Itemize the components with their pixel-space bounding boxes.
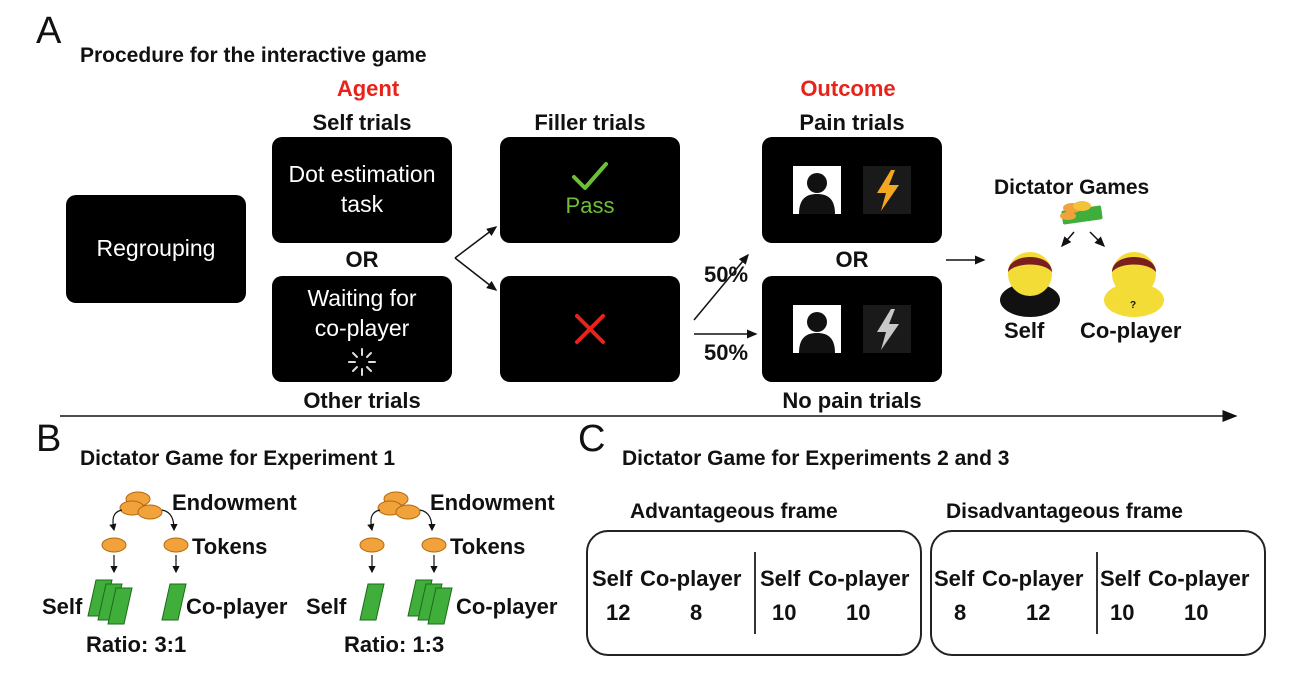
advantageous-frame-label: Advantageous frame [630,500,838,523]
endowment-label-2: Endowment [430,490,555,515]
dot-task-line2: task [340,191,384,217]
self-label-2: Self [306,594,347,619]
adv-left-self-val: 12 [606,600,631,625]
panel-a-title: Procedure for the interactive game [80,44,427,67]
waiting-line1: Waiting for [307,285,417,311]
split-arrow-left-1 [109,509,123,532]
dis-right-co-head: Co-player [1148,566,1250,591]
red-x-icon [575,314,605,344]
adv-right-co-val: 10 [846,600,871,625]
adv-left-co-head: Co-player [640,566,742,591]
no-pain-trials-label: No pain trials [782,388,922,413]
money-bill-self-2 [359,583,385,621]
branch-arrows [454,226,1106,339]
advantageous-frame-box [586,530,922,656]
dot-estimation-box: Dot estimation task [272,137,452,243]
waiting-box: Waiting for co-player [272,276,452,382]
pass-text: Pass [565,192,615,218]
panel-b-title: Dictator Game for Experiment 1 [80,447,396,470]
adv-left-co-val: 8 [690,600,703,625]
self-avatar-label: Self [1004,318,1045,343]
panel-a-letter: A [36,10,62,52]
waiting-line2: co-player [314,314,410,341]
dis-left-self-head: Self [934,566,975,591]
disadvantageous-frame-box [930,530,1266,656]
filler-trials-label: Filler trials [534,110,646,135]
token-self-1 [101,537,127,553]
split-arrow-right-2 [419,509,436,532]
advantageous-divider [754,552,756,634]
pct-top: 50% [704,262,749,287]
tokens-label-1: Tokens [192,534,268,559]
token-self-2 [359,537,385,553]
self-label-1: Self [42,594,83,619]
split-arrow-right-1 [161,509,178,532]
coplayer-avatar-icon [1104,252,1164,317]
coplayer-label-1: Co-player [186,594,288,619]
loading-spinner-icon [348,347,376,376]
person-silhouette-icon [793,166,841,214]
money-bill-coplayer-1 [161,583,187,621]
pass-box: Pass [500,137,680,243]
ratio-label-2: Ratio: 1:3 [344,632,445,657]
coplayer-avatar-label: Co-player [1080,318,1182,343]
money-stack-icon [1060,201,1103,225]
adv-left-self-head: Self [592,566,633,591]
dictator-games-label: Dictator Games [994,176,1150,199]
person-silhouette-icon [793,305,841,353]
panel-c-letter: C [578,418,606,460]
dis-right-self-val: 10 [1110,600,1135,625]
dis-left-co-head: Co-player [982,566,1084,591]
split-arrow-left-2 [367,509,381,532]
endowment-coins-2 [377,491,421,520]
no-pain-box [762,276,942,382]
coplayer-label-2: Co-player [456,594,558,619]
dis-right-self-head: Self [1100,566,1141,591]
regrouping-text: Regrouping [96,235,216,262]
pain-box [762,137,942,243]
self-avatar-icon [1000,252,1060,317]
money-bills-coplayer-2 [407,579,453,625]
endowment-label-1: Endowment [172,490,297,515]
adv-right-co-head: Co-player [808,566,910,591]
regrouping-box: Regrouping [66,195,246,303]
question-mark: ? [1130,300,1137,311]
panel-c-title: Dictator Game for Experiments 2 and 3 [622,447,1010,470]
dis-left-co-val: 12 [1026,600,1051,625]
other-trials-label: Other trials [303,388,421,413]
self-trials-label: Self trials [312,110,412,135]
money-bills-self-1 [87,579,133,625]
lightning-bolt-icon [863,166,911,214]
adv-right-self-head: Self [760,566,801,591]
adv-right-self-val: 10 [772,600,797,625]
endowment-coins-1 [119,491,163,520]
ratio-label-1: Ratio: 3:1 [86,632,187,657]
disadvantageous-frame-label: Disadvantageous frame [946,500,1183,523]
panel-b-letter: B [36,418,62,460]
dot-task-line1: Dot estimation [288,161,436,188]
or-label-outcome: OR [835,247,869,272]
or-label-agent: OR [345,247,379,272]
token-coplayer-1 [163,537,189,553]
gray-lightning-bolt-icon [863,305,911,353]
checkmark-icon [572,161,608,190]
pain-trials-label: Pain trials [799,110,905,135]
tokens-label-2: Tokens [450,534,526,559]
agent-label: Agent [336,76,400,101]
dis-right-co-val: 10 [1184,600,1209,625]
pct-bottom: 50% [704,340,749,365]
outcome-label: Outcome [800,76,896,101]
fail-box [500,276,680,382]
dis-left-self-val: 8 [954,600,967,625]
token-coplayer-2 [421,537,447,553]
disadvantageous-divider [1096,552,1098,634]
